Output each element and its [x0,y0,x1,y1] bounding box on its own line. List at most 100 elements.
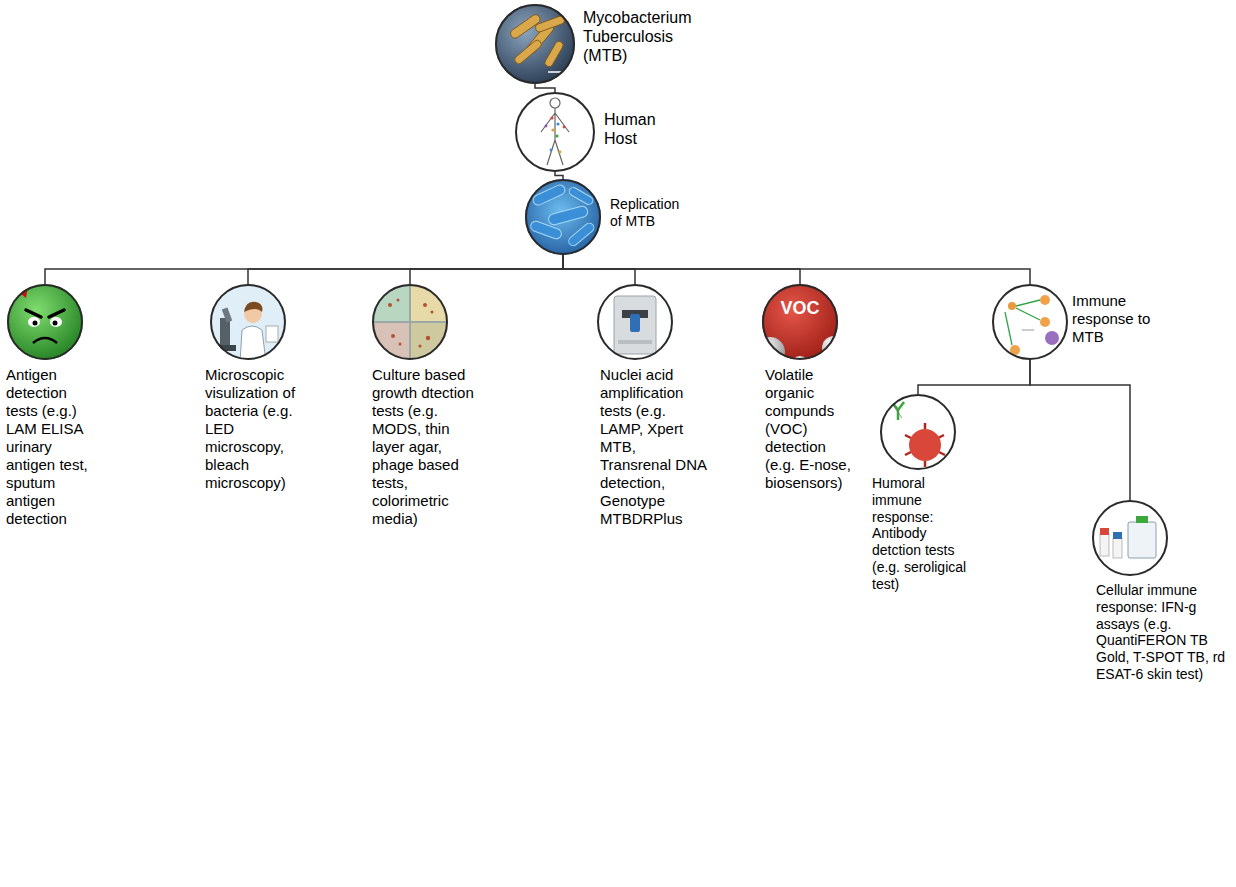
circle-outline [993,285,1067,359]
igra-kit-photo [1090,498,1170,578]
microscopist-icon [222,307,232,322]
circle-outline [516,93,594,171]
igra-kit-photo [1128,522,1156,558]
igra-kit-photo [1090,498,1170,578]
bacteria-replication-image [529,183,595,247]
microscopist-icon [208,282,288,362]
culture-plate-photo [370,282,450,362]
circle-outline [880,394,956,470]
circle-outline [525,179,601,255]
node-label: Human Host [604,110,664,148]
bacteria-replication-image [547,205,588,226]
immune-response-diagram [1045,331,1059,345]
connector-line [535,84,555,92]
node-label: Antigen detection tests (e.g.) LAM ELISA… [6,366,98,528]
connector-line [45,255,563,284]
human-figure [510,88,600,178]
antigen-face-icon [5,282,85,362]
connector-line [410,255,563,284]
culture-plate-photo [418,344,421,347]
circle-outline [526,180,600,254]
human-figure [555,134,558,137]
bacteria-replication-image [568,186,595,206]
human-figure [556,122,559,125]
human-figure [563,126,566,129]
immune-response-diagram [1040,317,1050,327]
bacteria-photo [509,13,566,68]
human-figure [510,88,600,178]
bacteria-replication-image [520,175,610,265]
circle-outline [992,284,1068,360]
antibody-antigen-image [905,423,945,467]
bacteria-photo [544,40,565,68]
immune-response-diagram [990,282,1070,362]
antigen-face-icon [26,310,64,317]
human-figure [545,125,548,128]
node-label: Culture based growth dtection tests (e.g… [372,366,477,528]
culture-plate-photo [391,334,395,338]
node-label: Mycobacterium Tuberculosis (MTB) [583,8,708,66]
bacteria-photo [490,0,580,90]
test-circle: Mycobacterium Tuberculosis (MTB) [495,4,575,84]
connector-line [555,172,563,179]
bacteria-replication-image [529,220,562,240]
human-figure [551,128,554,131]
node-label: Nuclei acid amplification tests (e.g. LA… [600,366,710,528]
antigen-face-icon [28,317,40,327]
voc-sphere-image [760,282,840,362]
circle-outline [1093,501,1167,575]
antigen-face-icon [53,321,58,326]
connector-line [563,255,1030,284]
igra-kit-photo [1136,516,1148,523]
voc-sphere-image [755,337,785,367]
igra-kit-photo [1113,538,1122,558]
human-figure [550,98,560,108]
antigen-face-icon [33,321,38,326]
culture-plate-photo [431,311,434,314]
culture-plate-photo [397,299,400,302]
bacteria-photo [535,15,566,33]
test-circle: Human Host [515,92,595,172]
circle-outline [1092,500,1168,576]
naat-device-photo [595,282,675,362]
culture-plate-photo [399,343,402,346]
node-label: Cellular immune response: IFN-g assays (… [1096,582,1230,683]
human-figure [545,116,566,153]
icon-label: VOC [770,298,830,320]
circle-outline [496,5,574,83]
naat-device-photo [618,340,652,344]
voc-sphere-image [755,282,846,372]
antigen-face-icon [14,292,76,348]
circle-outline [762,284,838,360]
immune-response-diagram [1005,300,1040,345]
microscopist-icon [266,326,278,342]
culture-plate-photo [370,282,450,362]
culture-plate-photo [388,303,392,307]
antibody-antigen-image [878,392,958,472]
circle-outline [515,92,595,172]
node-label: Microscopic visulization of bacteria (e.… [205,366,310,492]
node-label: Immune response to MTB [1072,292,1164,346]
antigen-face-icon [50,317,62,327]
igra-kit-photo [1100,534,1109,556]
human-figure [550,149,553,152]
immune-response-diagram [1008,302,1016,310]
circle-outline [8,285,82,359]
naat-device-photo [595,282,675,362]
human-figure [550,116,553,119]
human-figure [541,108,569,165]
test-circle: Cellular immune response: IFN-g assays (… [1092,500,1168,576]
circle-outline [372,284,448,360]
culture-plate-photo [426,336,430,340]
node-label: Volatile organic compunds (VOC) detectio… [765,366,855,492]
connector-line [918,360,1030,394]
immune-response-diagram [1022,330,1034,331]
microscopist-icon [208,282,288,362]
immune-response-diagram [1040,295,1050,305]
human-figure [559,151,562,154]
antibody-antigen-image [878,392,958,472]
test-circle: Microscopic visulization of bacteria (e.… [210,284,286,360]
connector-line [248,255,563,284]
microscopist-icon [220,318,230,348]
bacteria-replication-image [567,221,596,247]
